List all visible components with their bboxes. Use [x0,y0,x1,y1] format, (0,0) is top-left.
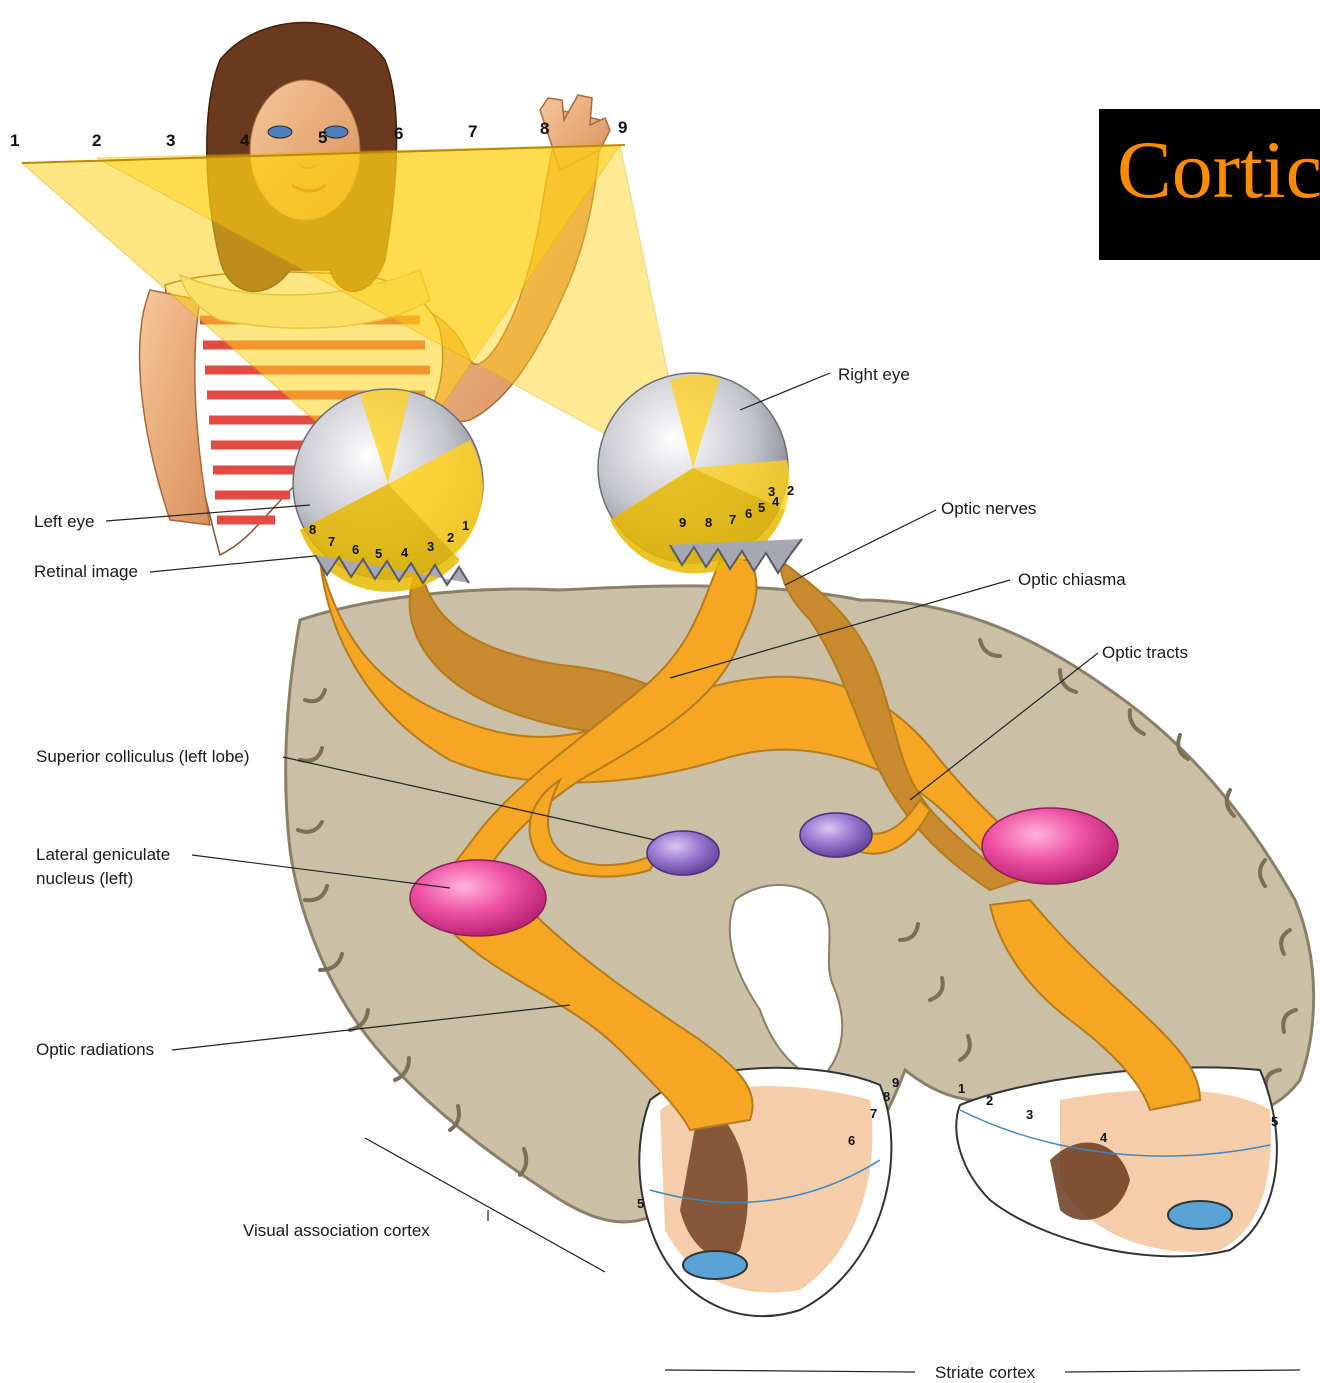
label-optic-nerves: Optic nerves [941,499,1036,518]
label-optic-radiations: Optic radiations [36,1040,154,1059]
label-retinal-image: Retinal image [34,562,138,581]
title-text: Cortic [1117,123,1320,217]
field-number: 3 [166,131,175,150]
lateral-geniculate-right [982,808,1118,884]
label-striate-cortex: Striate cortex [935,1363,1036,1382]
right-striate-image [956,1067,1277,1256]
label-superior-colliculus: Superior colliculus (left lobe) [36,747,250,766]
cortex-number: 6 [848,1133,855,1148]
field-number: 6 [394,124,403,143]
retina-number: 8 [705,515,712,530]
label-right-eye: Right eye [838,365,910,384]
superior-colliculus-right [800,813,872,857]
retina-number: 2 [787,483,794,498]
cortex-number: 9 [892,1075,899,1090]
field-number: 8 [540,119,549,138]
superior-colliculus-left [647,831,719,875]
cortex-number: 5 [1271,1114,1278,1129]
retina-number: 8 [309,522,316,537]
label-visual-association-cortex: Visual association cortex [243,1221,430,1240]
label-optic-chiasma: Optic chiasma [1018,570,1126,589]
field-number: 5 [318,128,327,147]
field-number: 1 [10,131,19,150]
title-banner: Cortic [1099,109,1320,260]
retina-number: 1 [462,518,469,533]
left-eye-globe [293,389,483,592]
cortex-number: 8 [883,1089,890,1104]
lateral-geniculate-left [410,860,546,936]
cortex-number: 7 [870,1106,877,1121]
retina-number: 5 [375,546,382,561]
retina-number: 7 [328,534,335,549]
retina-number: 3 [768,484,775,499]
retina-number: 3 [427,539,434,554]
label-left-eye: Left eye [34,512,95,531]
retina-number: 6 [352,542,359,557]
cortex-number: 3 [1026,1107,1033,1122]
cortex-number: 4 [1100,1130,1108,1145]
retina-number: 7 [729,512,736,527]
field-number: 4 [240,131,250,150]
retina-number: 4 [401,545,409,560]
field-number: 9 [618,118,627,137]
field-number: 7 [468,122,477,141]
cortex-number: 2 [986,1093,993,1108]
cortex-number: 1 [958,1081,965,1096]
right-eye-globe [598,373,802,573]
retina-number: 2 [447,530,454,545]
cortex-number: 5 [637,1196,644,1211]
label-lgn-line1: Lateral geniculate [36,845,170,864]
retina-number: 5 [758,500,765,515]
retina-number: 6 [745,506,752,521]
field-number: 2 [92,131,101,150]
label-optic-tracts: Optic tracts [1102,643,1188,662]
label-lgn-line2: nucleus (left) [36,869,133,888]
retina-number: 9 [679,515,686,530]
